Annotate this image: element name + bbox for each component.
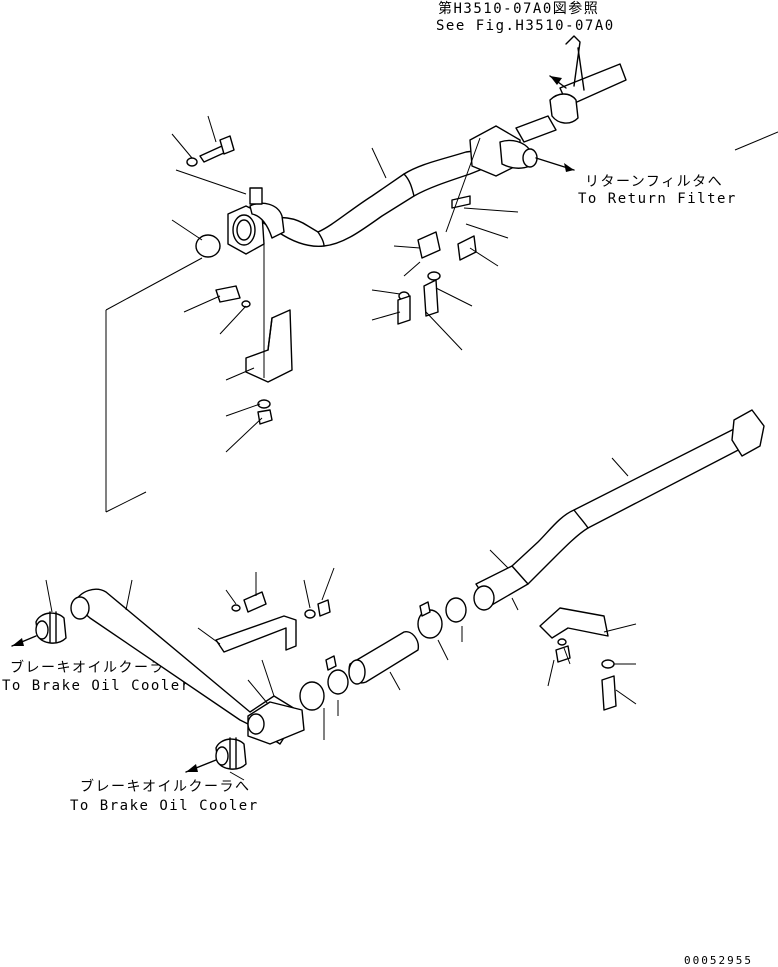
upper-flange (227, 187, 285, 255)
brake-cooler-coupling-1 (35, 611, 67, 644)
flow-arrows (535, 75, 575, 172)
lower-right-bracket (539, 607, 617, 711)
lower-leaders (45, 457, 637, 781)
see-fig-label-jp: 第H3510-07A0図参照 (438, 0, 599, 17)
brake-cooler-label-1-jp: ブレーキオイルクーラへ (10, 659, 181, 676)
upper-pipe (261, 149, 491, 248)
lower-right-pipe (473, 409, 765, 611)
brake-cooler-label-1-en: To Brake Oil Cooler (2, 678, 191, 694)
return-filter-label-jp: リターンフィルタへ (585, 174, 723, 190)
upper-bracket (215, 285, 293, 425)
return-filter-label-en: To Return Filter (578, 191, 737, 207)
middle-bracket (397, 195, 477, 325)
flange-bolt (186, 135, 235, 167)
lower-left-pipe (70, 588, 305, 745)
o-ring (195, 234, 221, 258)
brake-cooler-label-2-en: To Brake Oil Cooler (70, 798, 259, 814)
lower-flow-arrows (11, 635, 217, 773)
brake-cooler-coupling-2 (215, 737, 247, 770)
hose-clamps (299, 597, 467, 711)
brake-cooler-label-2-jp: ブレーキオイルクーラへ (80, 778, 251, 795)
tee-fitting (469, 115, 557, 177)
see-fig-label-en: See Fig.H3510-07A0 (436, 18, 615, 34)
top-right-pipe (549, 35, 627, 124)
lower-left-bracket (215, 591, 331, 653)
upper-leaders (105, 115, 778, 513)
drawing-number: 00052955 (684, 954, 753, 967)
